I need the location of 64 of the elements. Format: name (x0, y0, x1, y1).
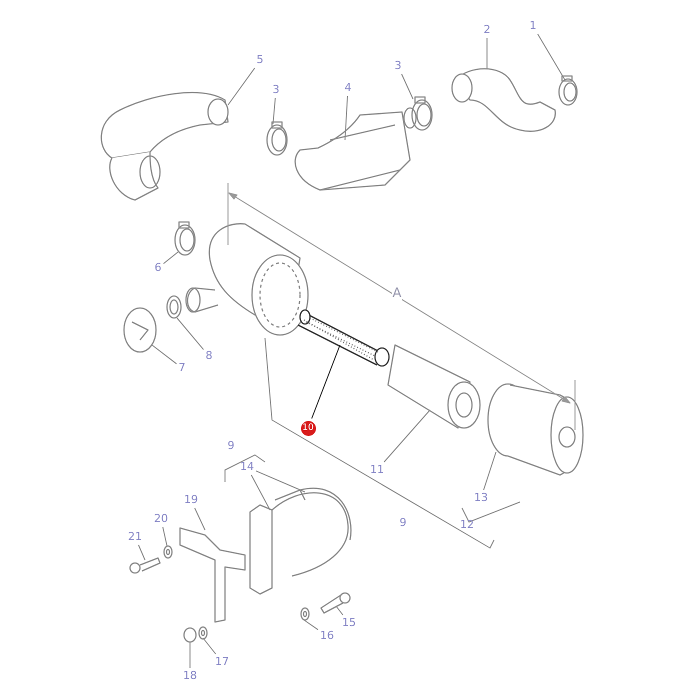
leader-line (138, 544, 146, 560)
callout-number: 1 (530, 20, 536, 32)
callout-number: 8 (206, 350, 212, 362)
safety-filter-drawing (297, 309, 390, 367)
leader-line (228, 68, 256, 106)
washer-icon (198, 626, 208, 640)
elbow-duct-drawing (294, 107, 417, 191)
leader-line (202, 638, 216, 654)
main-filter-drawing (387, 344, 481, 429)
bolt-icon (129, 557, 161, 574)
leader-line (486, 38, 488, 70)
leader-line (311, 344, 340, 419)
washer-icon (300, 607, 310, 621)
callout-number: 17 (215, 656, 229, 668)
cap-icon (123, 307, 157, 353)
callout-number: 4 (344, 82, 352, 94)
gasket-icon (166, 295, 182, 319)
callout-number: 10 (300, 420, 316, 436)
callout-number: 21 (128, 531, 142, 543)
callout-number: 16 (320, 630, 334, 642)
leader-line (176, 318, 204, 350)
callout-number: 6 (154, 262, 162, 274)
hose-drawing (451, 68, 556, 132)
mounting-band-drawing (249, 488, 352, 595)
leader-line (272, 98, 276, 124)
leader-line (256, 470, 306, 492)
callout-number: 3 (394, 60, 402, 72)
clamp-icon (266, 121, 288, 156)
callout-number: 7 (178, 362, 186, 374)
leader-line (344, 96, 348, 140)
callout-number: 18 (183, 670, 197, 682)
clamp-icon (174, 221, 196, 256)
leader-line (483, 452, 496, 490)
leader-line (194, 508, 206, 530)
callout-number: 3 (272, 84, 280, 96)
leader-line (152, 344, 177, 364)
nut-icon (183, 627, 197, 643)
callout-number: 19 (184, 494, 198, 506)
leader-line (537, 34, 566, 80)
leader-line (384, 410, 430, 462)
leader-line (163, 252, 178, 264)
washer-icon (163, 545, 173, 559)
dimension-label: A (392, 286, 402, 300)
callout-number: 11 (370, 464, 384, 476)
callout-number: 12 (460, 519, 474, 531)
callout-number: 5 (256, 54, 264, 66)
leader-line (304, 620, 318, 630)
bolt-icon (320, 592, 351, 614)
leader-line (162, 526, 168, 546)
clamp-icon (411, 96, 433, 131)
bracket-drawing (179, 527, 246, 623)
callout-number: 14 (240, 461, 254, 473)
cover-drawing (487, 383, 584, 476)
callout-number: 9 (228, 440, 234, 452)
clamp-icon (558, 75, 578, 106)
callout-number: 20 (154, 513, 168, 525)
callout-number: 13 (474, 492, 488, 504)
leader-line (336, 606, 344, 616)
leader-line (250, 474, 270, 510)
callout-number: 15 (342, 617, 356, 629)
leader-line (401, 74, 414, 100)
hose-drawing (100, 92, 229, 201)
callout-number: 2 (484, 24, 490, 36)
callout-number: 9 (400, 517, 406, 529)
